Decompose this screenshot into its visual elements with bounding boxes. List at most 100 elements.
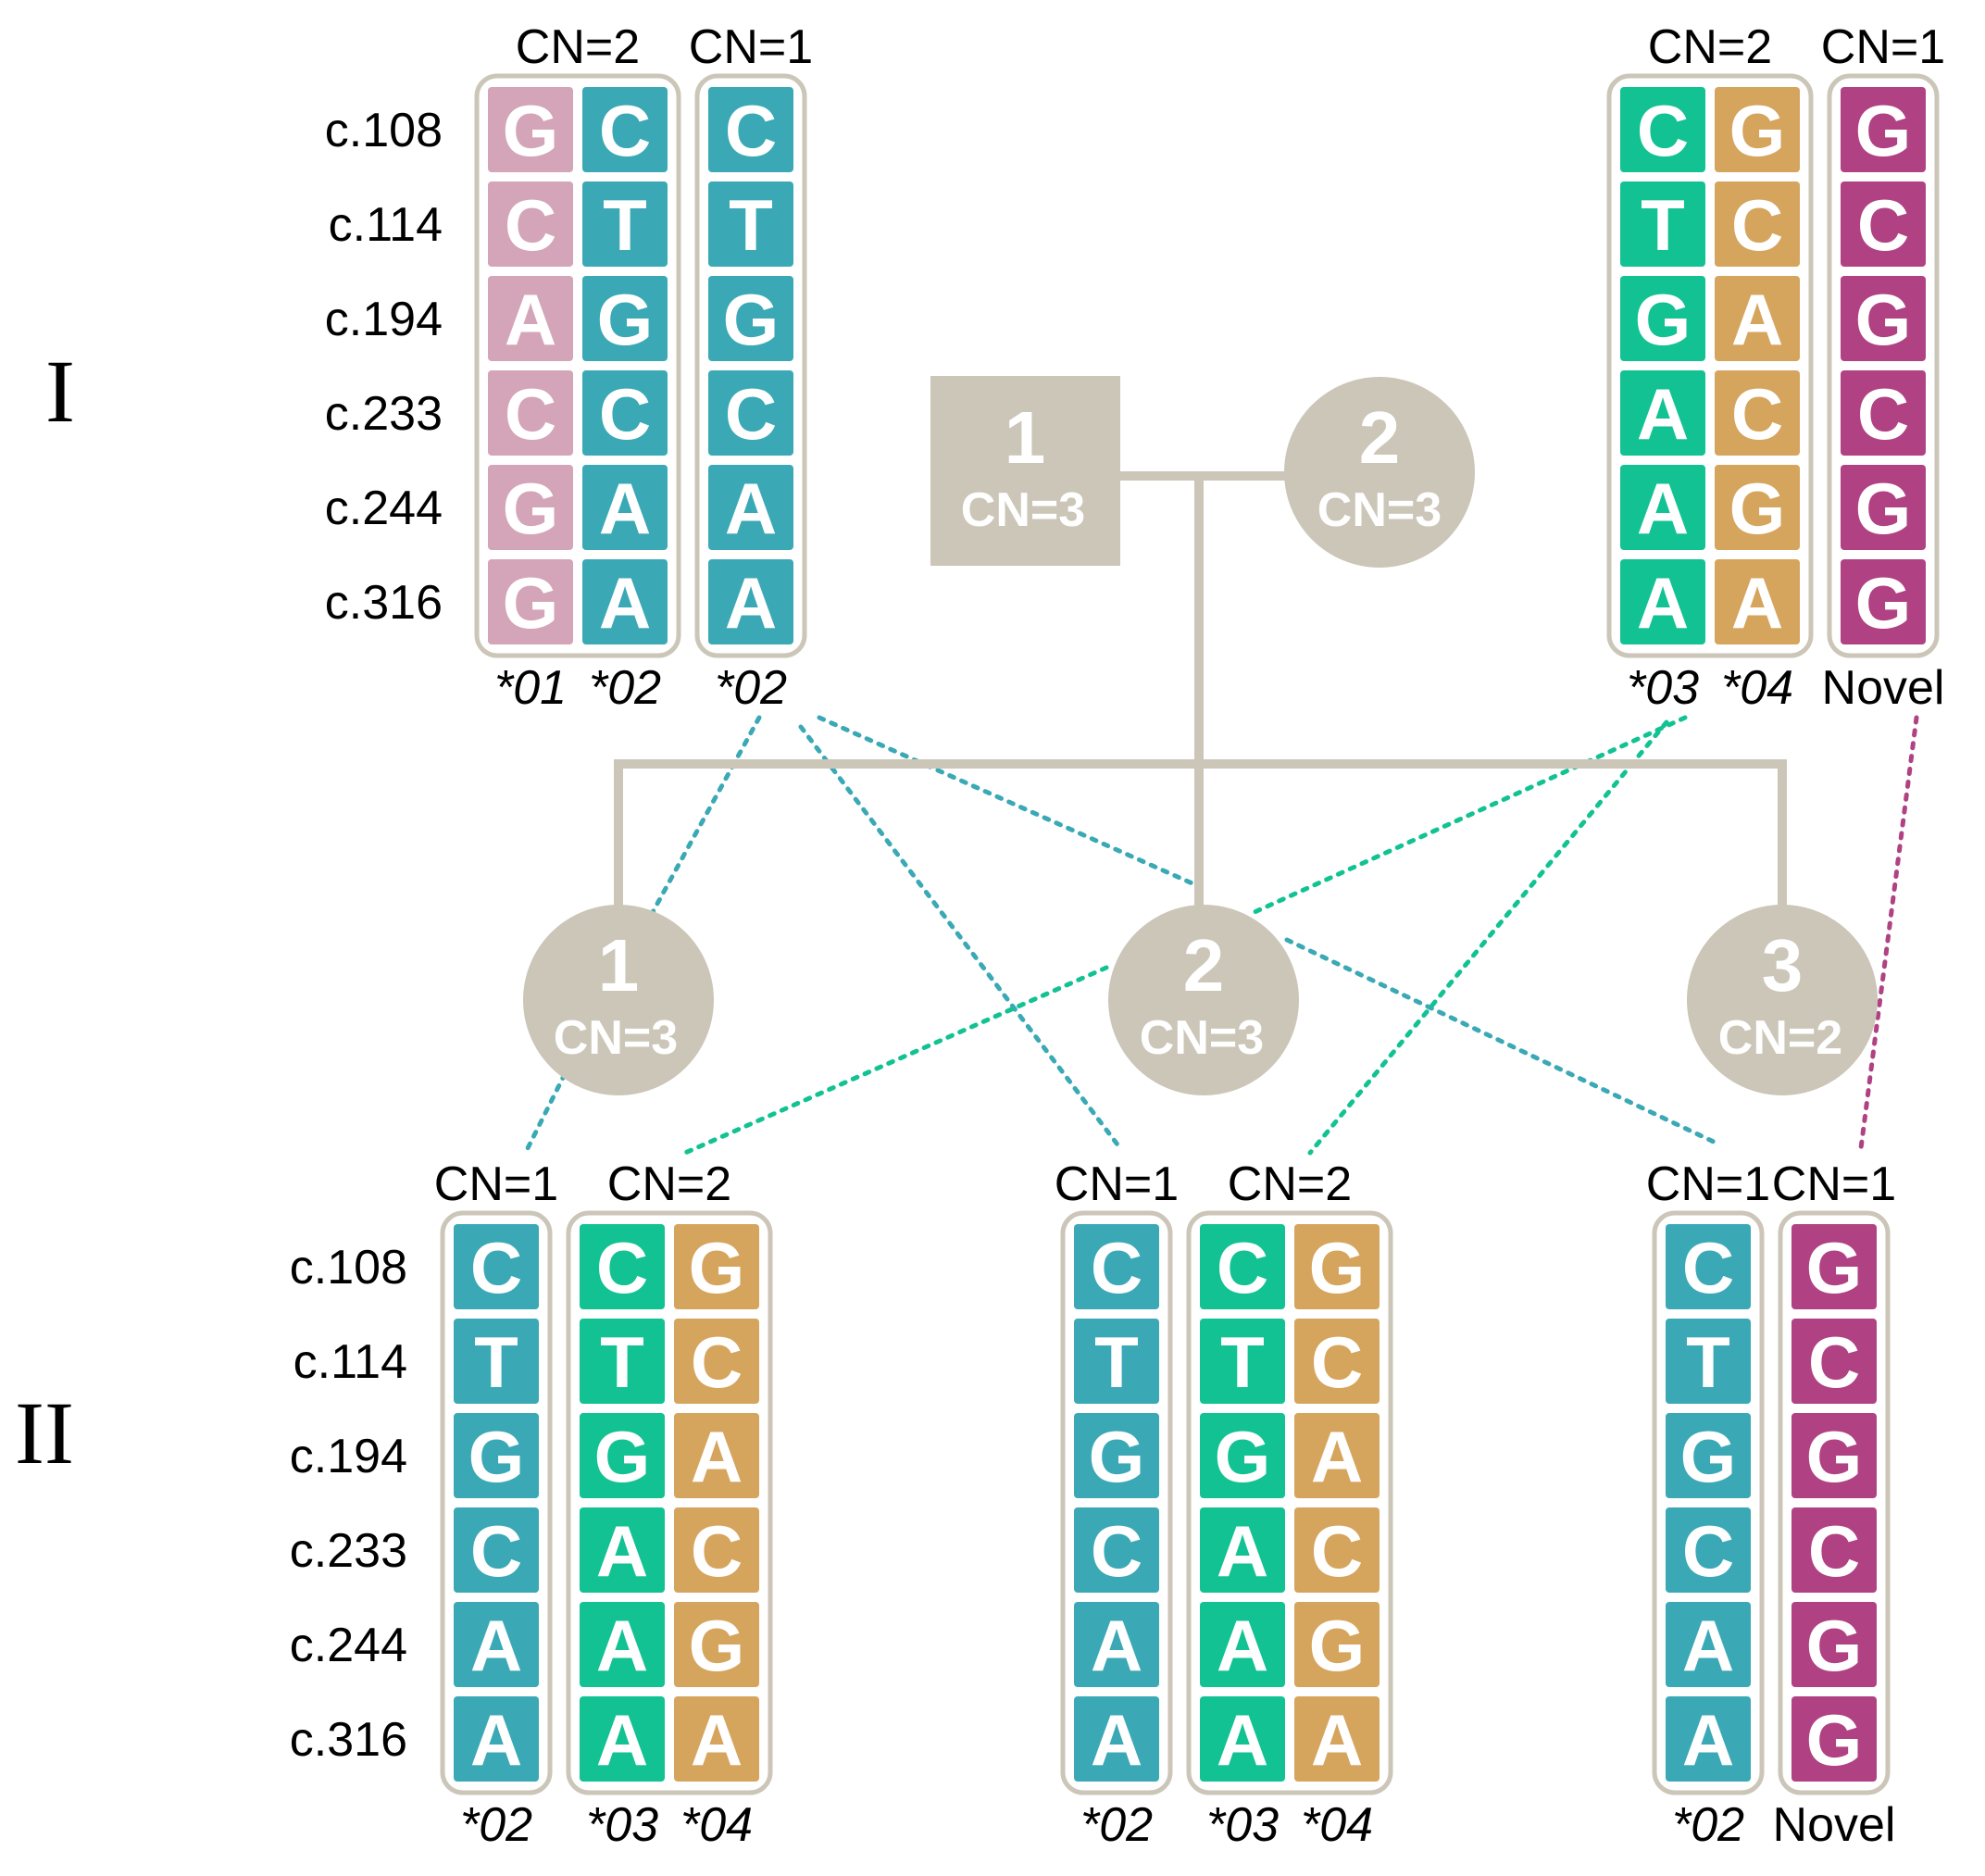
node-number: 1 (1005, 396, 1046, 479)
base-letter: G (1215, 1416, 1271, 1497)
copy-number-label: CN=1 (689, 20, 813, 74)
base-letter: C (1731, 373, 1783, 455)
position-label: c.316 (290, 1713, 407, 1767)
link-02-to-II-3-lower (1284, 937, 1720, 1146)
base-cell (708, 370, 793, 456)
link-03-to-II-2 (1252, 715, 1688, 915)
base-cell (1074, 1413, 1159, 1498)
base-cell (1074, 1224, 1159, 1309)
inheritance-links (525, 715, 1919, 1156)
base-cell (674, 1319, 759, 1404)
base-letter: A (1637, 468, 1689, 549)
allele-name: *02 (1080, 1798, 1153, 1852)
base-letter: G (1806, 1605, 1863, 1686)
base-cell (1715, 181, 1800, 267)
base-letter: A (1217, 1510, 1268, 1592)
base-letter: A (470, 1699, 522, 1781)
base-cell (1200, 1602, 1285, 1687)
base-cell (1791, 1413, 1877, 1498)
base-letter: A (599, 468, 651, 549)
base-letter: T (1686, 1321, 1730, 1403)
node-number: 3 (1762, 924, 1804, 1007)
allele-name: *03 (586, 1798, 658, 1852)
allele-name: *04 (1721, 661, 1793, 715)
base-cell (1666, 1696, 1751, 1782)
base-cell (1074, 1507, 1159, 1593)
base-cell (1294, 1507, 1380, 1593)
base-cell (582, 559, 668, 644)
allele-name: *03 (1627, 661, 1699, 715)
base-cell (454, 1319, 539, 1404)
base-cell (580, 1696, 665, 1782)
base-cell (582, 370, 668, 456)
base-letter: A (1311, 1699, 1363, 1781)
base-cell (1715, 87, 1800, 172)
base-letter: G (689, 1227, 745, 1308)
base-letter: A (1637, 562, 1689, 644)
base-cell (580, 1507, 665, 1593)
base-letter: A (725, 562, 777, 644)
base-cell (580, 1602, 665, 1687)
pedigree-lines (614, 471, 1787, 912)
base-letter: A (1682, 1605, 1734, 1686)
base-cell (1715, 559, 1800, 644)
allele-name: *02 (715, 661, 787, 715)
copy-number-label: CN=2 (607, 1157, 731, 1211)
base-cell (1841, 465, 1926, 550)
allele-name: *03 (1206, 1798, 1279, 1852)
allele-group-frame (1186, 1210, 1393, 1795)
base-cell (1294, 1602, 1380, 1687)
base-letter: A (691, 1699, 743, 1781)
base-letter: C (1091, 1227, 1142, 1308)
allele-group-frame (1606, 73, 1814, 658)
base-cell (1791, 1696, 1877, 1782)
base-cell (1620, 276, 1705, 361)
base-cell (1620, 370, 1705, 456)
base-letter: G (723, 279, 780, 360)
allele-group-frame (1778, 1210, 1891, 1795)
position-label: c.316 (325, 576, 443, 630)
base-letter: C (470, 1510, 522, 1592)
base-letter: G (503, 468, 559, 549)
base-cell (674, 1507, 759, 1593)
allele-name: *04 (680, 1798, 753, 1852)
base-cell (1715, 276, 1800, 361)
node-shape-circle (1687, 905, 1878, 1095)
base-letter: C (505, 373, 556, 455)
node-I-2: 2 CN=3 (1284, 377, 1475, 568)
base-letter: T (1094, 1321, 1139, 1403)
base-letter: A (1091, 1699, 1142, 1781)
base-cell (1294, 1224, 1380, 1309)
base-cell (708, 87, 793, 172)
copy-number-label: CN=1 (1772, 1157, 1896, 1211)
base-cell (582, 276, 668, 361)
base-cell (1294, 1696, 1380, 1782)
base-letter: A (1091, 1605, 1142, 1686)
allele-group-frame (566, 1210, 773, 1795)
link-02-to-II-1 (650, 715, 762, 915)
base-letter: G (1855, 562, 1912, 644)
allele-group-frame (474, 73, 681, 658)
node-I-1: 1 CN=3 (930, 376, 1120, 566)
base-letter: T (1641, 184, 1685, 266)
base-letter: A (1217, 1699, 1268, 1781)
base-letter: C (470, 1227, 522, 1308)
allele-name: *01 (494, 661, 567, 715)
base-letter: C (1857, 373, 1909, 455)
copy-number-label: CN=1 (434, 1157, 558, 1211)
base-letter: C (505, 184, 556, 266)
base-cell (488, 370, 573, 456)
base-cell (1620, 87, 1705, 172)
base-letter: A (1731, 562, 1783, 644)
base-letter: C (691, 1321, 743, 1403)
